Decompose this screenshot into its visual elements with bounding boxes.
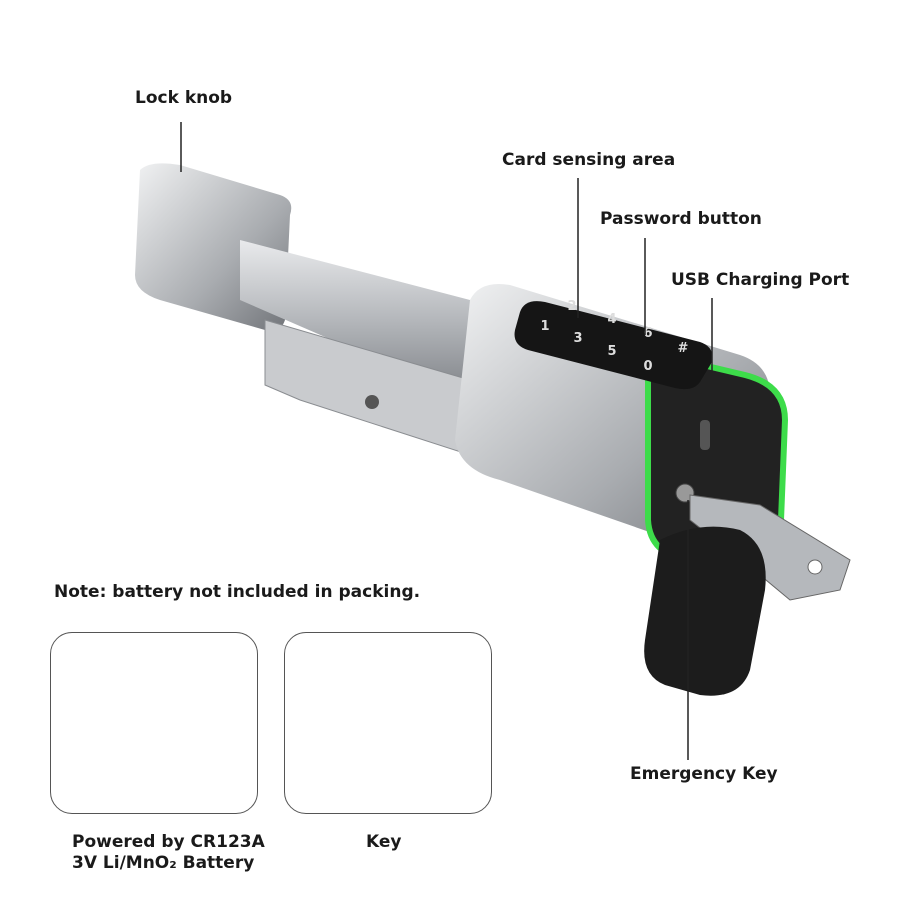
key-caption: Key xyxy=(366,832,402,852)
usb-port xyxy=(700,420,710,450)
key-panel xyxy=(284,632,492,814)
key-hash: # xyxy=(678,341,689,356)
battery-caption: Powered by CR123A 3V Li/MnO₂ Battery xyxy=(72,832,265,874)
key-0: 0 xyxy=(643,359,652,374)
keypad: 1 2 3 4 5 6 0 # xyxy=(514,299,713,390)
key-1: 1 xyxy=(540,319,549,334)
key-6: 6 xyxy=(643,326,652,341)
battery-panel xyxy=(50,632,258,814)
callout-lines xyxy=(180,122,713,760)
emergency-key xyxy=(644,494,851,696)
key-5: 5 xyxy=(607,344,616,359)
battery-caption-line1: Powered by CR123A xyxy=(72,832,265,852)
callout-lock-knob: Lock knob xyxy=(135,88,233,108)
packing-note: Note: battery not included in packing. xyxy=(54,582,421,602)
callout-card-sensing-area: Card sensing area xyxy=(502,150,676,170)
battery-caption-line2: 3V Li/MnO₂ Battery xyxy=(72,853,255,873)
key-3: 3 xyxy=(573,331,582,346)
callout-usb-charging-port: USB Charging Port xyxy=(671,270,850,290)
cylinder-body xyxy=(240,240,471,456)
key-4: 4 xyxy=(607,312,616,327)
callout-password-button: Password button xyxy=(600,209,762,229)
key-2: 2 xyxy=(567,299,576,314)
callout-emergency-key: Emergency Key xyxy=(630,764,778,784)
